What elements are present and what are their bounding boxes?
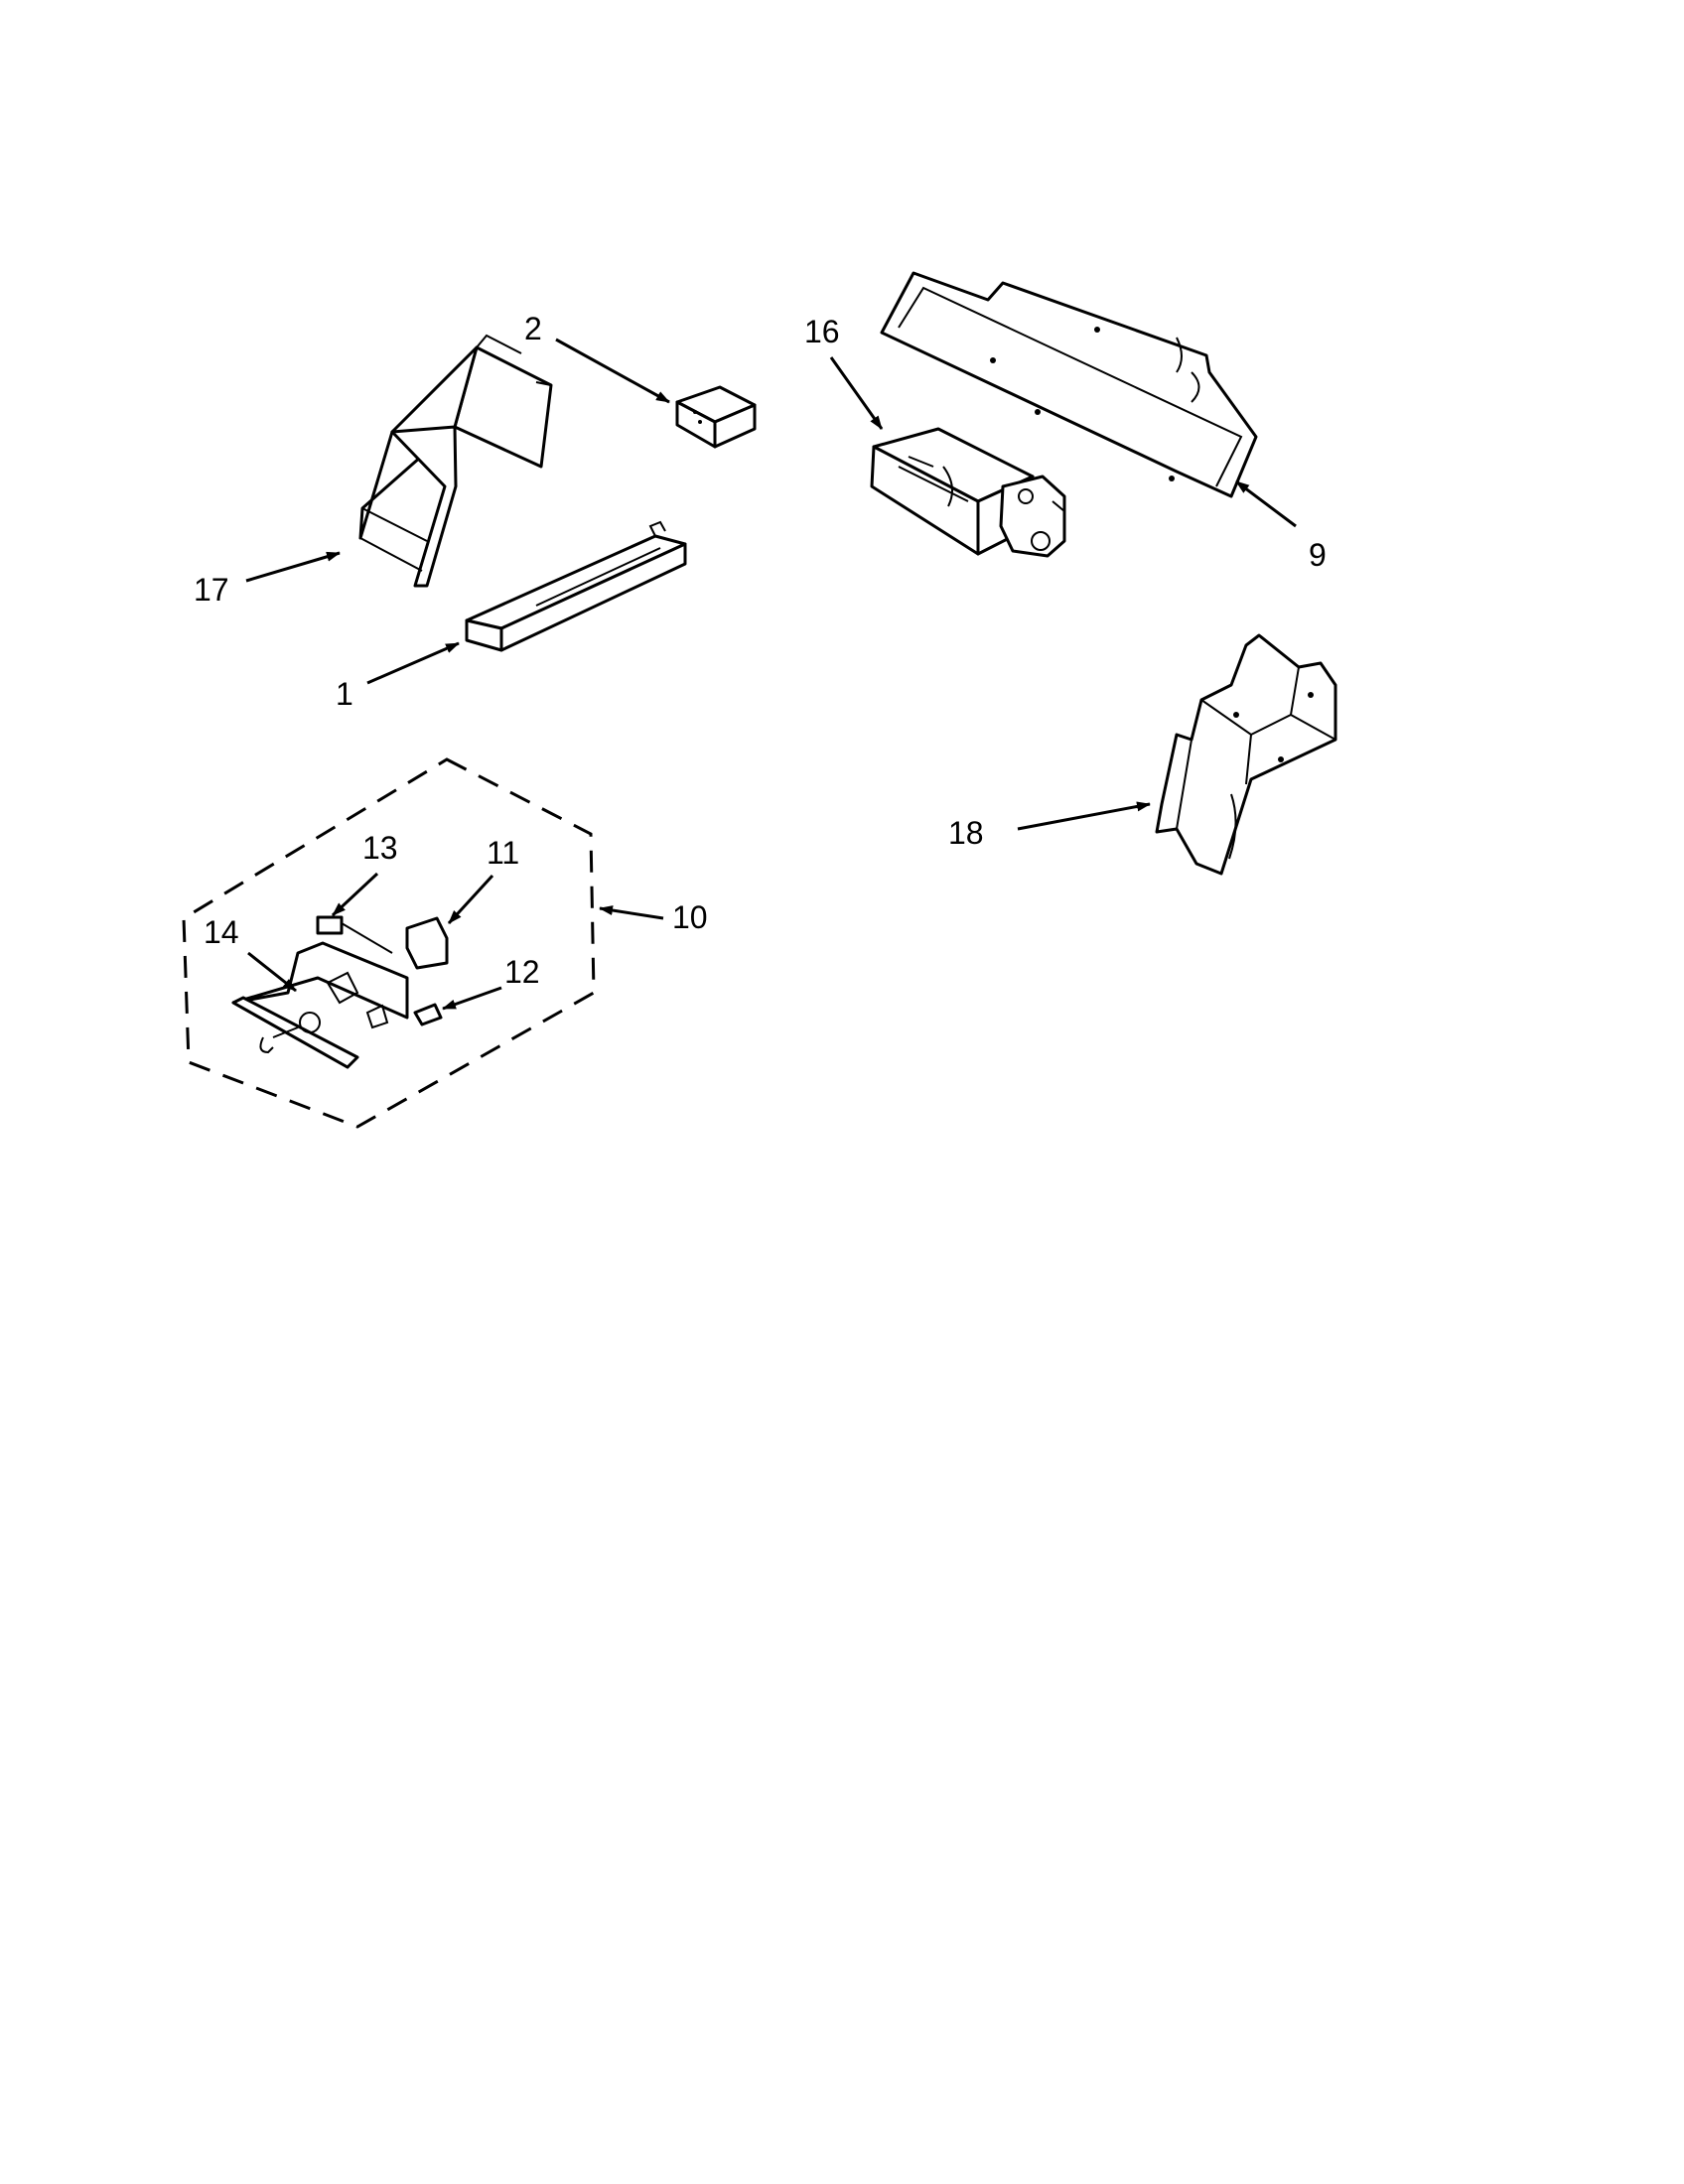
part-10-assembly-parts	[231, 915, 449, 1069]
leader-13	[331, 872, 379, 917]
callout-18: 18	[948, 815, 984, 851]
part-2-block	[675, 385, 757, 449]
part-18-bracket	[1155, 633, 1337, 876]
part-17-hood	[358, 334, 553, 588]
part-16-valve-assembly	[870, 427, 1066, 558]
callout-2: 2	[524, 311, 542, 346]
leader-1	[366, 641, 460, 685]
callout-17: 17	[194, 572, 229, 608]
leader-11	[447, 874, 494, 925]
leader-12	[442, 986, 502, 1011]
leader-10	[599, 905, 664, 920]
leader-16	[829, 356, 884, 430]
callout-13: 13	[362, 830, 398, 866]
leader-18	[1017, 801, 1151, 831]
leader-2	[555, 338, 670, 404]
callout-11: 11	[487, 835, 519, 871]
leader-17	[245, 551, 341, 583]
callout-12: 12	[504, 954, 540, 990]
callout-16: 16	[804, 314, 840, 349]
callout-14: 14	[204, 914, 239, 950]
callout-10: 10	[672, 899, 708, 935]
part-10-assembly-outline	[182, 757, 596, 1129]
part-1-channel	[465, 520, 687, 652]
callout-9: 9	[1309, 537, 1327, 573]
leader-14	[247, 951, 297, 993]
leader-9	[1235, 479, 1297, 528]
part-9-bracket	[880, 271, 1258, 498]
leader-lines	[245, 338, 1297, 1011]
callout-1: 1	[336, 676, 353, 712]
